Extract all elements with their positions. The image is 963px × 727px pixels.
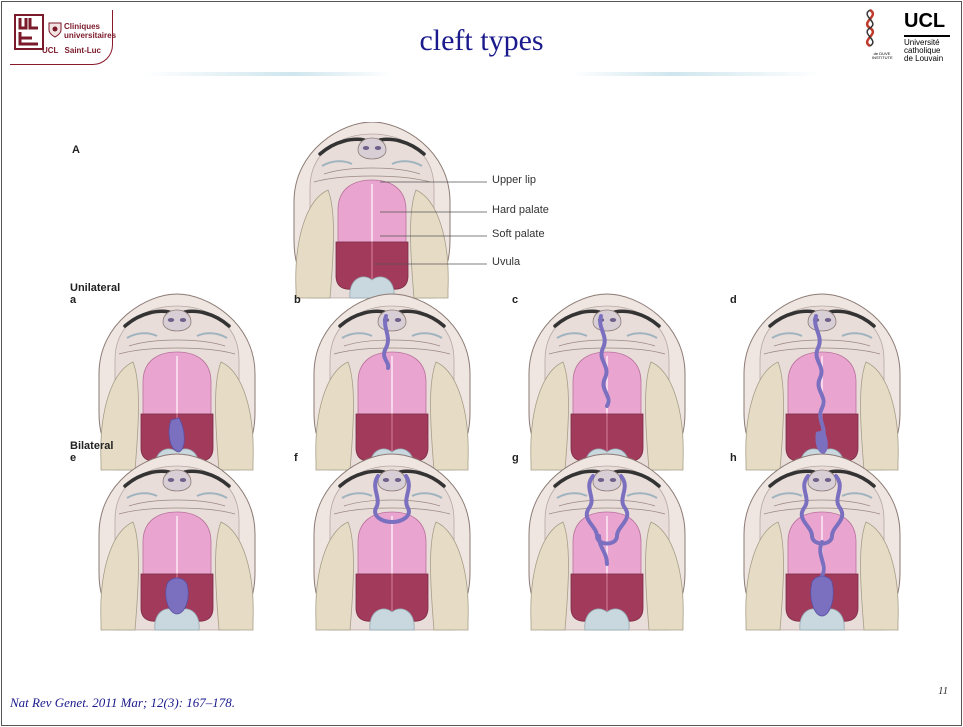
panel-A-illustration xyxy=(294,122,450,298)
citation: Nat Rev Genet. 2011 Mar; 12(3): 167–178. xyxy=(10,695,235,711)
row-title-unilateral: Unilateral xyxy=(70,282,120,294)
palate-illustrations xyxy=(2,122,961,722)
panel-label-A: A xyxy=(72,144,80,156)
panel-label-h: h xyxy=(730,452,737,464)
panel-label-d: d xyxy=(730,294,737,306)
panel-label-g: g xyxy=(512,452,519,464)
panel-h-illustration xyxy=(744,454,900,630)
panel-f-illustration xyxy=(314,454,470,630)
panel-label-f: f xyxy=(294,452,298,464)
panel-label-b: b xyxy=(294,294,301,306)
panel-b-illustration xyxy=(314,294,470,470)
panel-e-illustration xyxy=(99,454,255,630)
callout-soft-palate: Soft palate xyxy=(492,228,545,240)
panel-label-c: c xyxy=(512,294,518,306)
panel-label-a: a xyxy=(70,294,76,306)
panel-g-illustration xyxy=(529,454,685,630)
row-title-bilateral: Bilateral xyxy=(70,440,113,452)
callout-uvula: Uvula xyxy=(492,256,520,268)
panel-c-illustration xyxy=(529,294,685,470)
callout-hard-palate: Hard palate xyxy=(492,204,549,216)
panel-d-illustration xyxy=(744,294,900,470)
page-number: 11 xyxy=(938,685,948,697)
panel-a-illustration xyxy=(99,294,255,470)
panel-label-e: e xyxy=(70,452,76,464)
callout-upper-lip: Upper lip xyxy=(492,174,536,186)
